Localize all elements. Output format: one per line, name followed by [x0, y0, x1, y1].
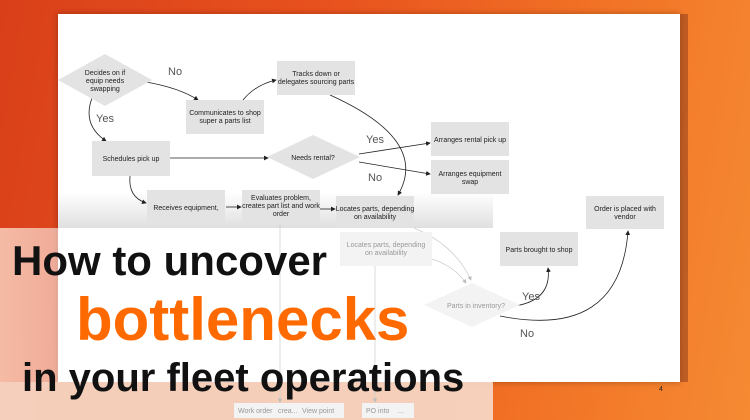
decide-text: Decides on if — [85, 70, 126, 77]
box-rental-pickup — [431, 122, 509, 156]
box-parts-brought — [500, 232, 578, 266]
receives-text: Receives equipment, — [153, 205, 218, 212]
locates-faded-text: Locates parts, depending — [347, 242, 426, 249]
svg-text:Evaluates problem,creates part: Evaluates problem,creates part list and … — [242, 195, 320, 218]
label-yes: Yes — [96, 113, 114, 125]
equip-swap-text: swap — [462, 179, 478, 186]
decision-inventory — [424, 283, 520, 327]
locates-text: on availability — [354, 214, 397, 221]
po-into-text: ... — [398, 408, 404, 415]
rental-pickup-text: Arranges rental pick up — [434, 137, 506, 144]
decide-text: swapping — [90, 86, 120, 93]
equip-swap-text: Arranges equipment — [438, 171, 501, 178]
box-equip-swap — [431, 160, 509, 194]
order-vendor-text: vendor — [614, 214, 636, 221]
page-number: 4 — [659, 386, 663, 393]
parts-brought-text: Parts brought to shop — [506, 247, 573, 254]
box-po-into — [362, 403, 414, 418]
box-tracks — [277, 61, 355, 95]
label-no: No — [368, 172, 382, 184]
decision-swap — [58, 54, 152, 106]
headline-line3: in your fleet operations — [22, 356, 465, 400]
tracks-text: delegates sourcing parts — [278, 79, 355, 86]
work-order-text: crea... — [278, 408, 298, 415]
tracks-text: Tracks down or — [292, 71, 340, 78]
box-evaluates — [242, 190, 320, 224]
box-work-order — [234, 403, 344, 418]
headline-line2: bottlenecks — [76, 286, 410, 353]
headline-line1: How to uncover — [12, 237, 328, 284]
evaluates-text: Evaluates problem, — [251, 195, 311, 202]
box-communicates — [186, 100, 264, 134]
decide-text: equip needs — [86, 78, 125, 85]
communicates-text: Communicates to shop — [189, 110, 261, 117]
label-no: No — [168, 66, 182, 78]
parts-inventory-text: Parts in inventory? — [447, 303, 505, 310]
box-locates-faded — [340, 232, 432, 266]
schedules-text: Schedules pick up — [103, 156, 160, 163]
locates-faded-text: on availability — [365, 250, 408, 257]
evaluates-text: order — [273, 211, 290, 218]
label-yes: Yes — [366, 134, 384, 146]
order-vendor-text: Order is placed with — [594, 206, 656, 213]
needs-rental-text: Needs rental? — [291, 155, 335, 162]
po-into-text: PO into — [366, 408, 389, 415]
communicates-text: super a parts list — [199, 118, 250, 125]
box-schedules — [92, 141, 170, 176]
evaluates-text: creates part list and work — [242, 203, 320, 210]
work-order-text: View point — [302, 408, 334, 415]
label-no: No — [520, 328, 534, 340]
box-locates — [336, 196, 414, 227]
slide-edge — [680, 14, 688, 382]
locates-text: Locates parts, depending — [336, 206, 415, 213]
box-receives — [147, 190, 225, 224]
box-order-vendor — [586, 196, 664, 229]
decision-rental — [267, 135, 360, 179]
work-order-text: Work order — [238, 408, 273, 415]
label-yes: Yes — [522, 291, 540, 303]
